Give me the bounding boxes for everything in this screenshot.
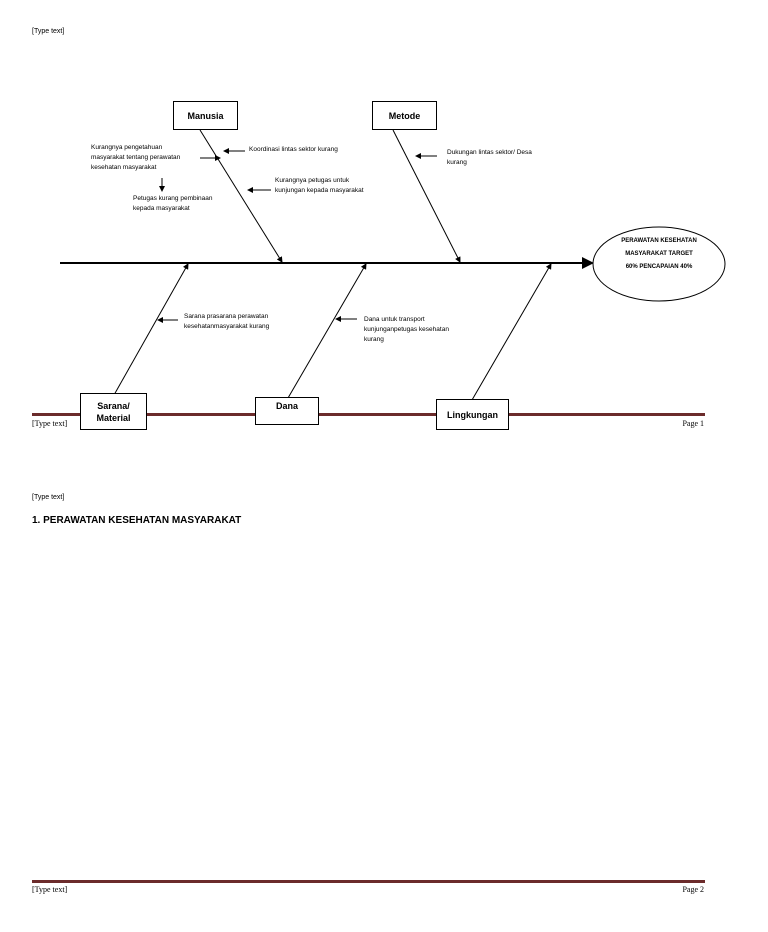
bone-metode xyxy=(392,129,461,263)
bone-dana xyxy=(287,263,367,399)
cause-pembinaan: Petugas kurang pembinaan kepada masyarak… xyxy=(133,195,213,212)
page2-footer-rule xyxy=(32,880,705,883)
cause-koordinasi: Koordinasi lintas sektor kurang xyxy=(249,146,338,153)
section-heading: 1. PERAWATAN KESEHATAN MASYARAKAT xyxy=(32,515,242,526)
bone-lingkungan xyxy=(471,263,552,401)
category-sarana: Sarana/ Material xyxy=(80,393,147,430)
effect-ellipse xyxy=(592,226,726,302)
page1-footer-rule xyxy=(32,413,705,416)
page2-header: [Type text] xyxy=(32,494,65,501)
page1-footer-right: Page 1 xyxy=(682,419,704,428)
category-lingkungan: Lingkungan xyxy=(436,399,509,430)
cause-pengetahuan: Kurangnya pengetahuan masyarakat tentang… xyxy=(91,144,181,171)
page1-footer-left: [Type text] xyxy=(32,419,68,428)
bone-sarana xyxy=(113,263,189,396)
effect-label: PERAWATAN KESEHATAN MASYARAKAT TARGET 60… xyxy=(621,238,697,270)
cause-kunjungan: Kurangnya petugas untuk kunjungan kepada… xyxy=(275,177,364,194)
cause-sarana: Sarana prasarana perawatan kesehatanmasy… xyxy=(184,313,270,330)
cause-transport: Dana untuk transport kunjunganpetugas ke… xyxy=(364,316,449,343)
category-metode: Metode xyxy=(372,101,437,130)
page2-footer-left: [Type text] xyxy=(32,885,68,894)
page1-header: [Type text] xyxy=(32,28,65,35)
page2-footer-right: Page 2 xyxy=(682,885,704,894)
category-dana: Dana xyxy=(255,397,319,425)
cause-dukungan: Dukungan lintas sektor/ Desa kurang xyxy=(447,149,532,166)
bone-manusia xyxy=(199,129,283,263)
category-manusia: Manusia xyxy=(173,101,238,130)
